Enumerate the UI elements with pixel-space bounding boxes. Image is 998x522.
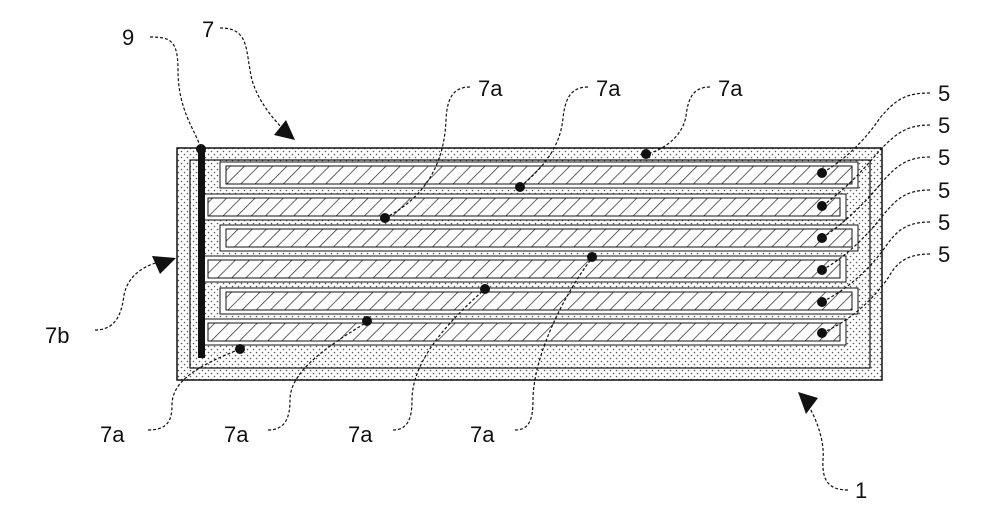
arrow-1 (798, 392, 818, 414)
label-5-6: 5 (938, 242, 950, 267)
label-9: 9 (122, 25, 134, 50)
label-5-2: 5 (938, 113, 950, 138)
label-7a-top-2: 7a (596, 76, 621, 101)
label-5-3: 5 (938, 145, 950, 170)
marker-dot (817, 168, 827, 178)
arrow-7 (274, 120, 295, 140)
label-7a-bottom-4: 7a (470, 422, 495, 447)
marker-dot (817, 233, 827, 243)
label-5-4: 5 (938, 178, 950, 203)
marker-dot (515, 182, 525, 192)
label-7a-bottom-3: 7a (348, 422, 373, 447)
label-7a-bottom-1: 7a (100, 422, 125, 447)
label-5-1: 5 (938, 81, 950, 106)
marker-dot (817, 201, 827, 211)
hatched-strip (226, 229, 852, 247)
hatched-strip (208, 260, 840, 278)
label-7a-bottom-2: 7a (224, 422, 249, 447)
label-7a-top-1: 7a (478, 76, 503, 101)
marker-dot (235, 344, 245, 354)
marker-dot (817, 265, 827, 275)
hatched-strip (208, 198, 840, 216)
hatched-strip (226, 292, 852, 310)
label-7a-top-3: 7a (718, 76, 743, 101)
arrow-7b (152, 256, 176, 274)
label-1: 1 (855, 478, 867, 503)
label-5-5: 5 (938, 210, 950, 235)
hatched-strip (208, 323, 840, 341)
label-7b: 7b (45, 323, 69, 348)
marker-dot (817, 328, 827, 338)
marker-dot (587, 252, 597, 262)
marker-dot (817, 297, 827, 307)
label-7: 7 (202, 17, 214, 42)
